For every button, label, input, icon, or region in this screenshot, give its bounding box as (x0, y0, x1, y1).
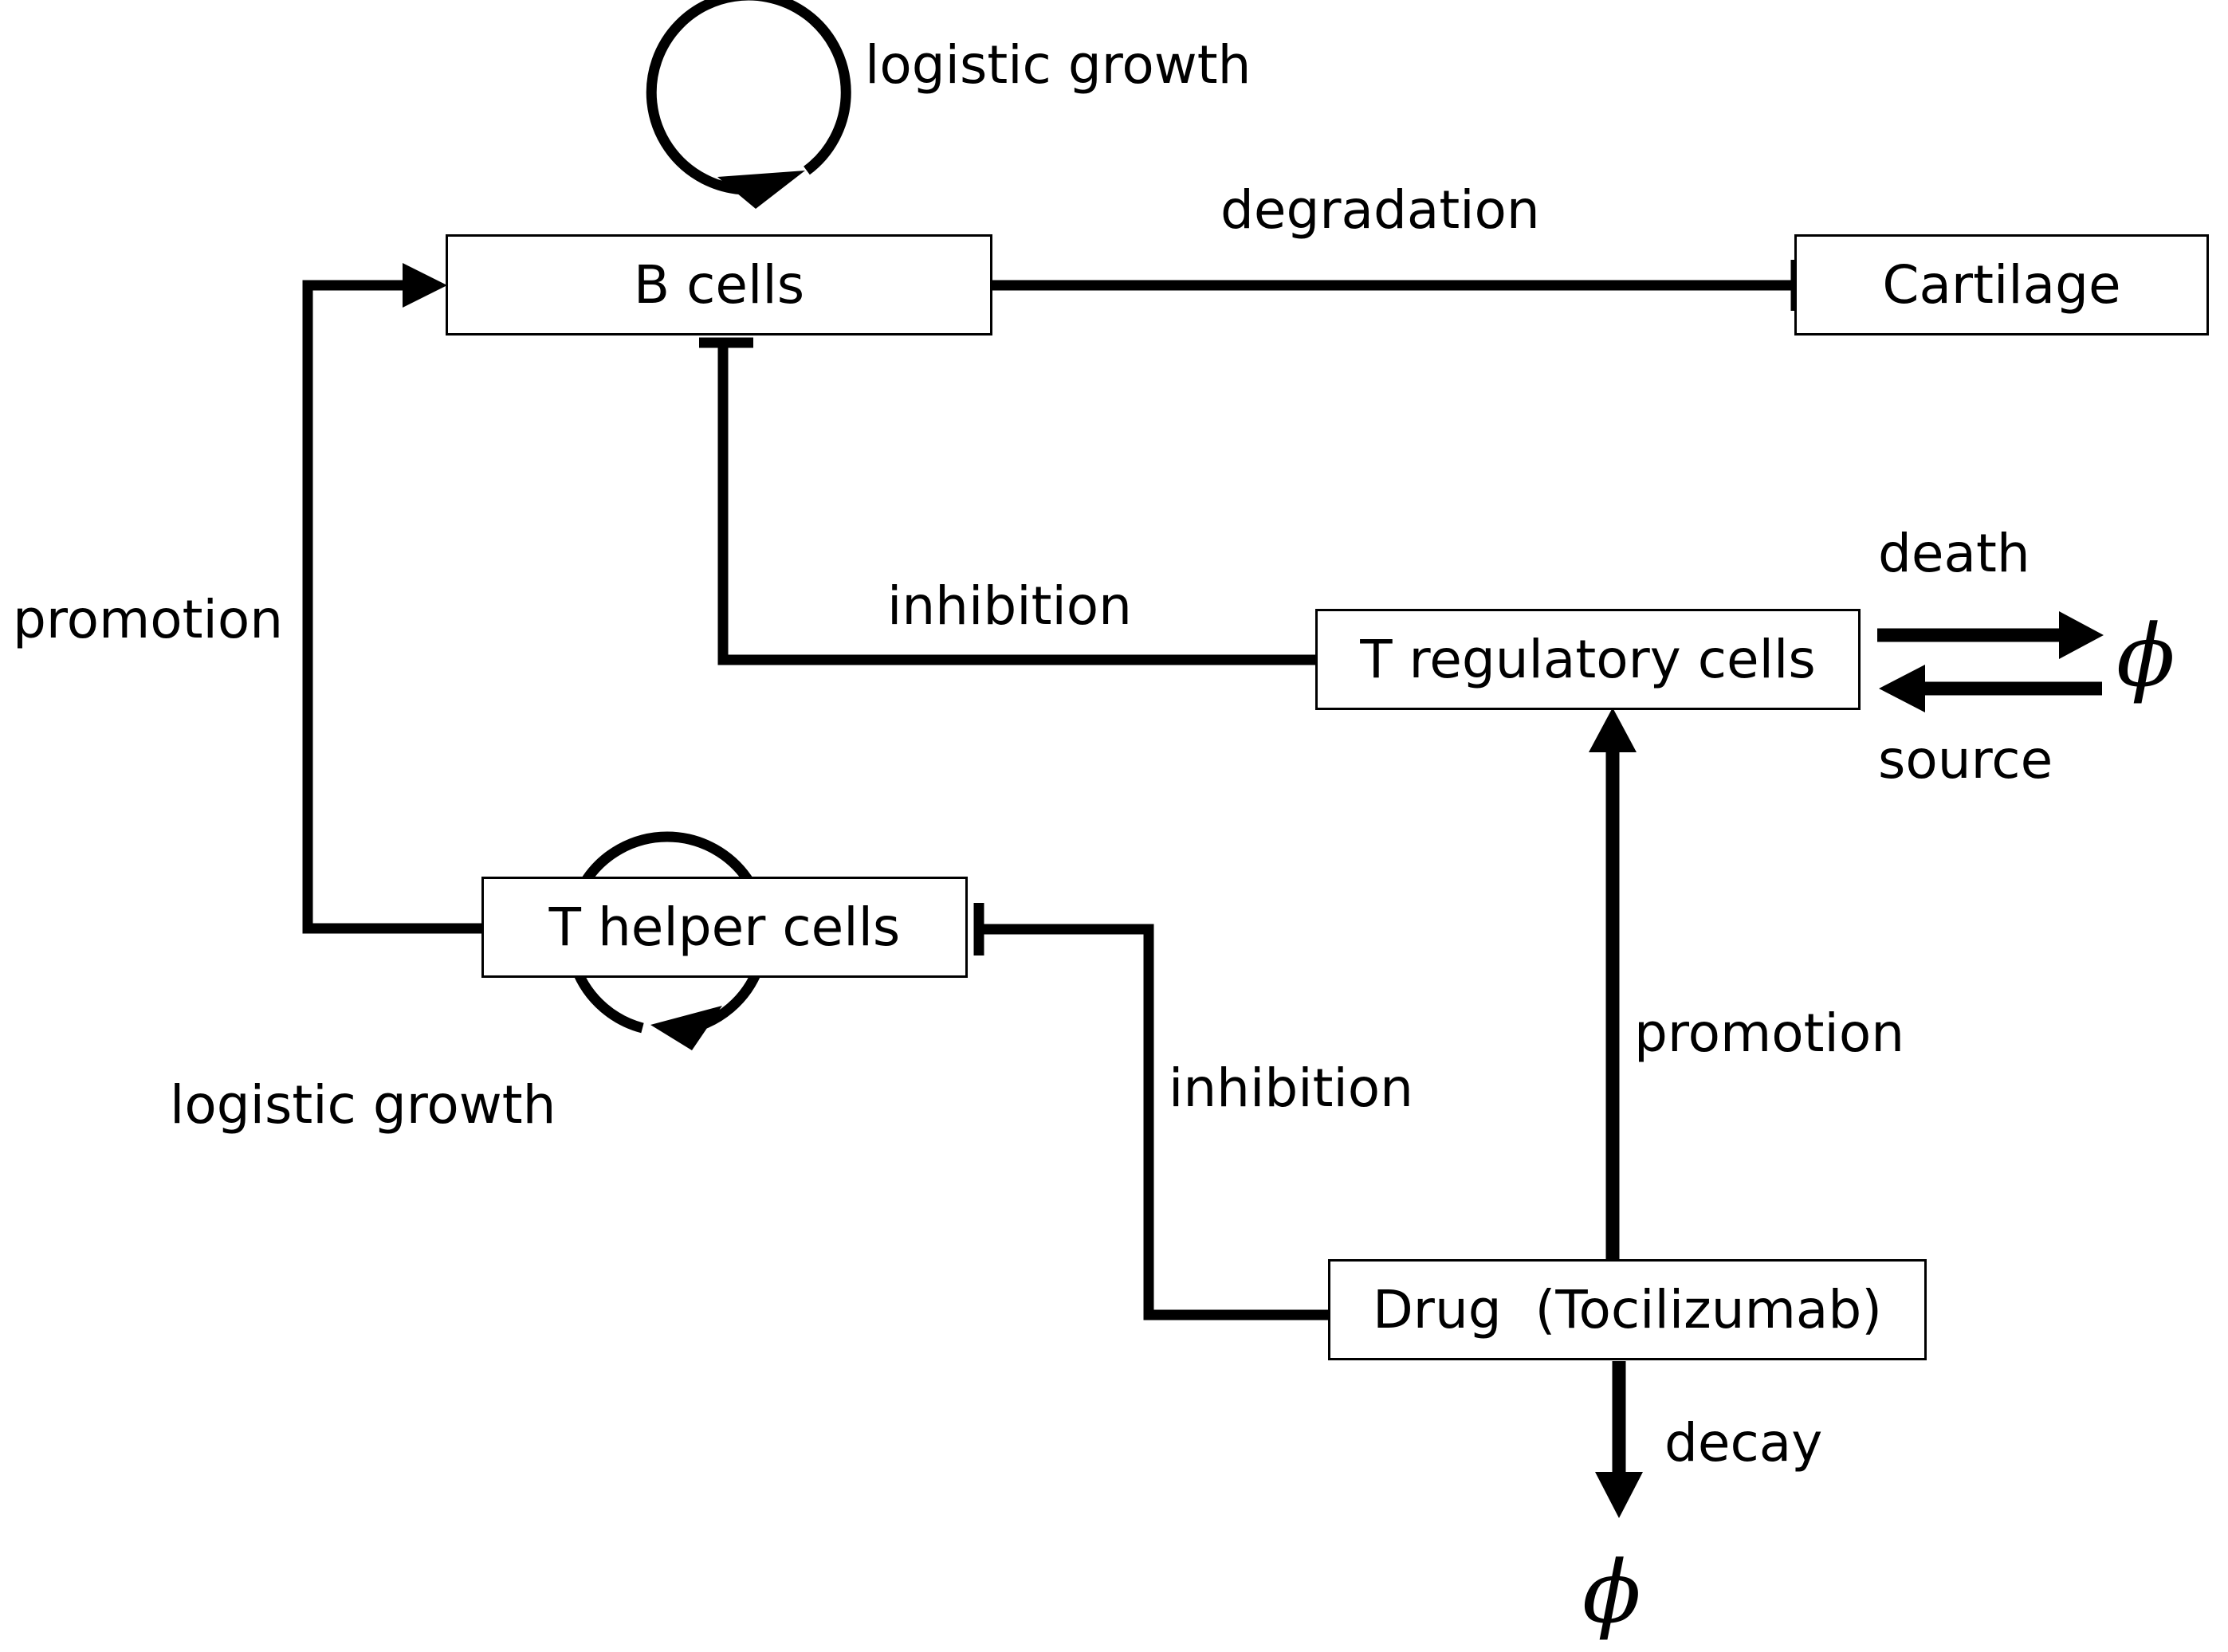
node-drug-label: Drug (Tocilizumab) (1372, 1279, 1883, 1340)
label-inhibition-drug-th: inhibition (1169, 1058, 1413, 1119)
promotion-th-to-b-edge (302, 263, 481, 934)
node-t-regulatory-cells: T regulatory cells (1315, 609, 1861, 710)
death-arrowhead (2059, 611, 2104, 659)
node-t-helper-label: T helper cells (548, 897, 901, 958)
node-b-cells-label: B cells (633, 254, 805, 316)
label-promotion-drug-treg: promotion (1634, 1003, 1905, 1064)
death-edge (1877, 611, 2104, 659)
label-death: death (1878, 523, 2030, 584)
node-b-cells: B cells (446, 234, 992, 336)
decay-arrowhead (1595, 1472, 1643, 1518)
label-degradation: degradation (1220, 179, 1540, 241)
promotion-drug-to-treg-edge (1589, 708, 1637, 1262)
inhibition-treg-to-b-edge (699, 337, 1318, 665)
promotion-drug-arrowhead (1589, 708, 1637, 752)
b-cells-loop-arrowhead (717, 171, 805, 209)
t-helper-loop-arrowhead (650, 1006, 722, 1050)
source-arrowhead (1879, 665, 1925, 712)
promotion-th-arrowhead (403, 263, 447, 308)
node-cartilage-label: Cartilage (1882, 254, 2121, 316)
degradation-edge (991, 260, 1802, 311)
node-t-regulatory-label: T regulatory cells (1360, 629, 1816, 690)
b-cells-self-loop (646, 0, 851, 209)
node-t-helper-cells: T helper cells (481, 877, 968, 978)
node-cartilage: Cartilage (1794, 234, 2209, 336)
label-promotion-th-b: promotion (13, 589, 284, 650)
label-source: source (1878, 729, 2053, 791)
null-set-symbol-bottom: ϕ (1582, 1543, 1641, 1642)
node-drug-tocilizumab: Drug (Tocilizumab) (1328, 1259, 1927, 1360)
label-b-logistic-growth: logistic growth (865, 34, 1252, 96)
inhibition-drug-to-th-edge (973, 903, 1332, 1320)
label-t-helper-logistic-growth: logistic growth (170, 1074, 556, 1136)
source-edge (1879, 665, 2102, 712)
label-decay: decay (1664, 1412, 1823, 1473)
decay-edge (1595, 1361, 1643, 1518)
null-set-symbol-right: ϕ (2116, 606, 2175, 706)
label-inhibition-treg-b: inhibition (887, 575, 1132, 637)
